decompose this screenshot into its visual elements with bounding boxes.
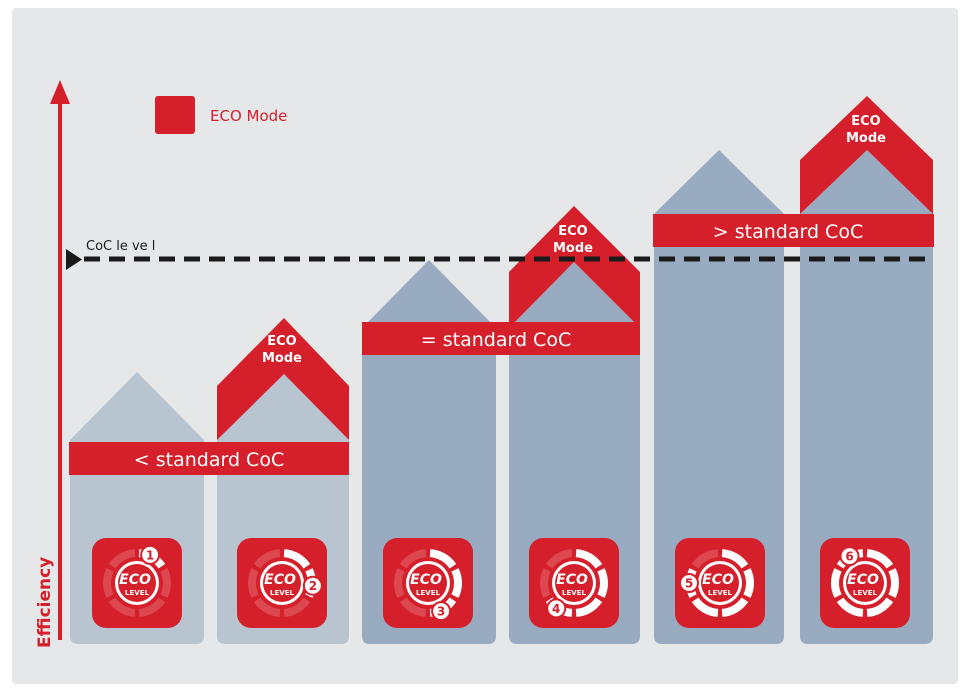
badge-ring-segment	[888, 568, 900, 598]
badge-ring-segment	[866, 597, 894, 617]
badge-ring-segment	[451, 568, 462, 598]
axis-arrow-icon	[50, 80, 70, 104]
badge-number-bubble	[839, 546, 860, 567]
badge-ring-segment	[160, 568, 171, 598]
badge-number: 6	[845, 550, 853, 564]
eco-cap-2-line1: ECO	[267, 334, 296, 349]
badge-number: 2	[309, 579, 317, 593]
band-equal	[362, 322, 640, 355]
badge-ring-segment	[540, 568, 551, 598]
badge-core	[263, 564, 301, 602]
eco-cap-2-line2: Mode	[262, 351, 302, 366]
eco-cap-2	[217, 318, 349, 440]
eco-caps: ECO Mode ECO Mode ECO Mode	[217, 96, 933, 440]
badge-level-word: LEVEL	[270, 589, 294, 597]
badge-ring-segment	[399, 597, 427, 617]
badge-eco-logo: ECO	[410, 572, 442, 588]
band-above	[653, 214, 934, 247]
legend: ECO Mode	[155, 96, 287, 134]
eco-cap-6	[800, 96, 933, 214]
eco-cap-4-line1: ECO	[558, 224, 587, 239]
eco-cap-4	[509, 206, 640, 328]
badge-number: 5	[685, 577, 693, 591]
badge-core	[409, 564, 447, 602]
badge-level-word: LEVEL	[708, 589, 732, 597]
coc-label: CoC le ve l	[86, 239, 155, 254]
badge-ring-segment	[866, 549, 894, 569]
eco-cap-6-line2: Mode	[846, 131, 886, 146]
badge-ring-segment	[836, 597, 864, 617]
badge-ring-segment	[691, 549, 719, 569]
badge-ring-segment	[429, 549, 457, 569]
badge-ring-segment	[283, 549, 311, 569]
coc-level-line: CoC le ve l	[66, 239, 934, 270]
badge-core	[555, 564, 593, 602]
band-equal-label: = standard CoC	[421, 329, 571, 351]
band-below-label: < standard CoC	[134, 449, 284, 471]
badge-ring-segment	[575, 549, 603, 569]
standard-bands: < standard CoC = standard CoC > standard…	[69, 214, 934, 475]
badge-ring-segment	[108, 549, 136, 569]
badge-eco-logo: ECO	[847, 572, 879, 588]
badge-ring-segment	[253, 549, 281, 569]
badge-ring-segment	[831, 568, 842, 598]
badge-number-bubble	[431, 601, 452, 622]
badge-number: 1	[146, 548, 154, 562]
badge-number-bubble	[302, 575, 323, 596]
band-above-label: > standard CoC	[713, 221, 863, 243]
badge-eco-logo: ECO	[702, 572, 734, 588]
badge-ring-segment	[283, 597, 311, 617]
badge-level-word: LEVEL	[562, 589, 586, 597]
badge-core	[846, 564, 884, 602]
badge-core	[701, 564, 739, 602]
badge-number-bubble	[679, 573, 699, 593]
badge-eco-logo: ECO	[119, 572, 151, 588]
badge-ring-segment	[545, 549, 573, 569]
badge-ring-segment	[721, 597, 749, 617]
badge-ring-segment	[691, 597, 719, 617]
coc-arrow-icon	[66, 249, 82, 270]
badge-ring-segment	[575, 597, 603, 617]
eco-cap-6-line1: ECO	[851, 114, 880, 129]
badge-number: 3	[437, 605, 445, 619]
badge-ring-segment	[248, 568, 259, 598]
badge-eco-logo: ECO	[556, 572, 588, 588]
badge-core	[118, 564, 156, 602]
eco-cap-4-line2: Mode	[553, 241, 593, 256]
badge-number: 4	[552, 602, 560, 616]
badge-ring-segment	[253, 597, 281, 617]
efficiency-axis: Efficiency	[35, 80, 70, 648]
badge-level-word: LEVEL	[125, 589, 149, 597]
axis-label: Efficiency	[35, 557, 55, 648]
badge-ring-segment	[108, 597, 136, 617]
legend-swatch	[155, 96, 195, 134]
badge-level-word: LEVEL	[416, 589, 440, 597]
badge-ring-segment	[597, 568, 608, 598]
badge-number-bubble	[546, 598, 567, 619]
badge-ring-segment	[394, 568, 405, 598]
badge-ring-segment	[138, 597, 166, 617]
legend-label: ECO Mode	[210, 107, 287, 125]
badge-level-word: LEVEL	[853, 589, 877, 597]
badge-eco-logo: ECO	[264, 572, 296, 588]
column-5	[654, 150, 784, 644]
badge-ring-segment	[721, 549, 749, 569]
badge-number-bubble	[140, 544, 161, 565]
column-6	[800, 150, 933, 644]
badge-ring-segment	[103, 568, 114, 598]
badge-ring-segment	[399, 549, 427, 569]
badge-ring-segment	[743, 568, 755, 598]
band-below	[69, 442, 349, 475]
